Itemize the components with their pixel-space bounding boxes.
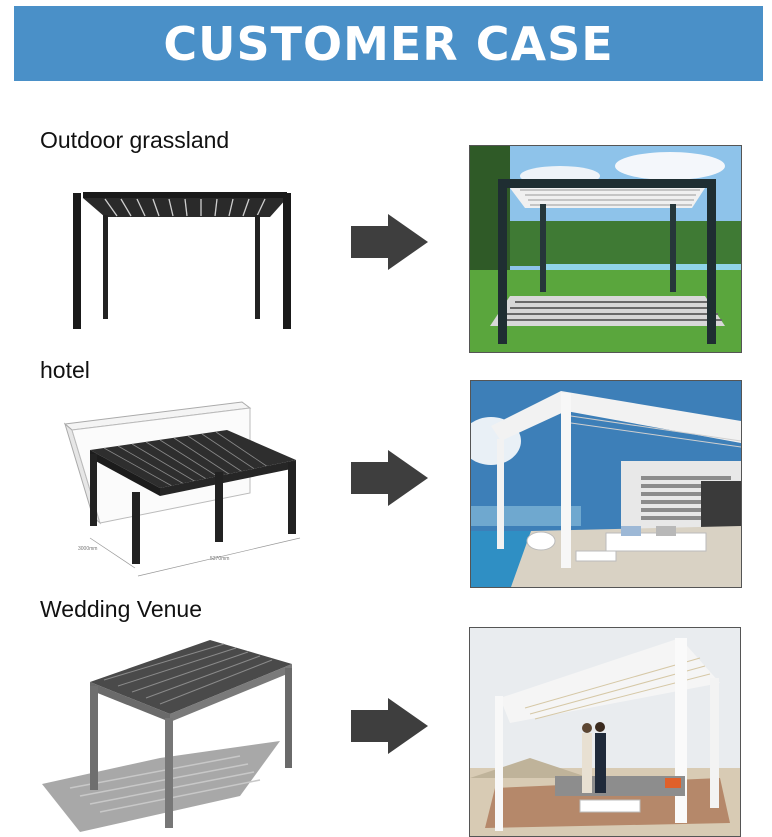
grey-pergola-render-icon [42, 640, 292, 832]
page-title: CUSTOMER CASE [163, 17, 614, 71]
arrow-right-icon [351, 450, 428, 506]
hotel-pergola-photo [470, 380, 742, 588]
wedding-pergola-photo [469, 627, 741, 837]
dimension-width: 3000mm [78, 546, 97, 552]
dimension-length: 5370mm [210, 556, 229, 562]
wall-pergola-drawing-icon: 3000mm 5370mm [63, 401, 301, 577]
arrow-right-icon [351, 698, 428, 754]
header-banner: CUSTOMER CASE [14, 6, 763, 81]
arrow-right-icon [351, 214, 428, 270]
grassland-pergola-photo [469, 145, 742, 353]
case-label-outdoor-grassland: Outdoor grassland [40, 127, 230, 153]
case-label-hotel: hotel [40, 357, 90, 383]
case-label-wedding-venue: Wedding Venue [40, 596, 202, 622]
dark-pergola-sketch-icon [73, 192, 291, 329]
